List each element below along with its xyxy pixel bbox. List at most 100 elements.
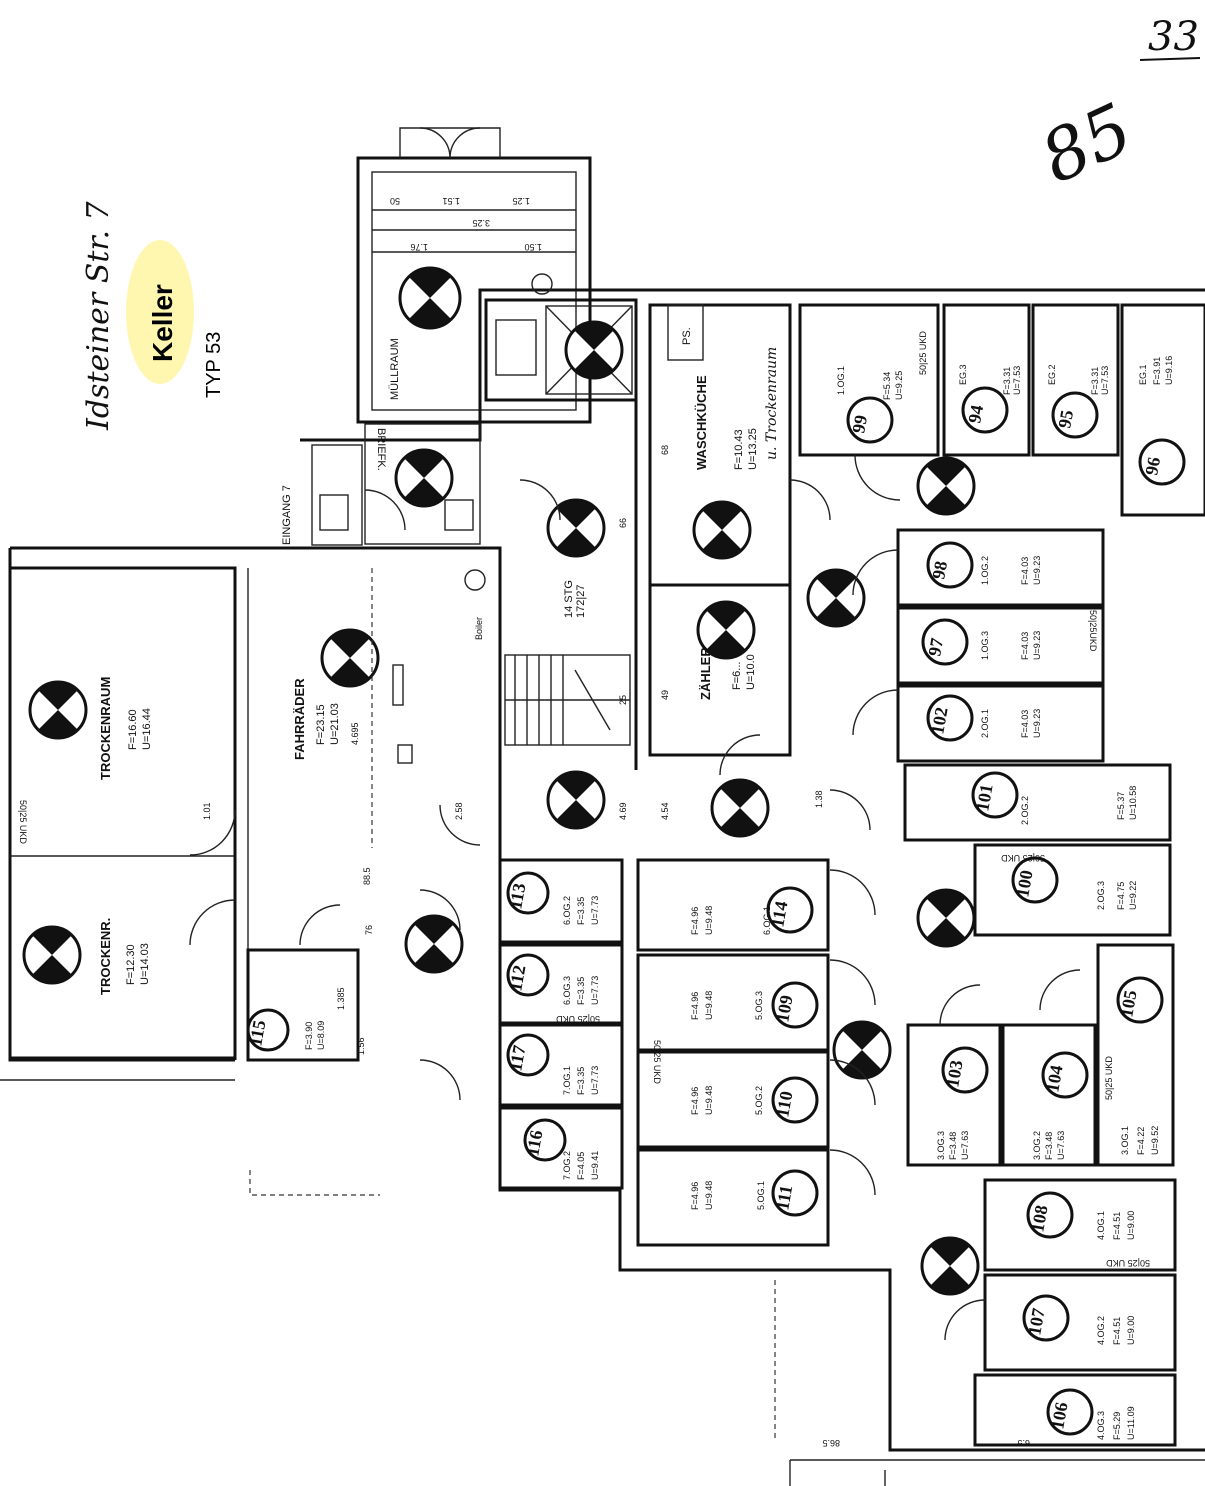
stair-steps: 14 STG	[563, 580, 575, 618]
svg-text:F=3.48: F=3.48	[1044, 1132, 1054, 1160]
svg-text:1.76: 1.76	[410, 242, 428, 252]
light-fixture-icon	[920, 1236, 980, 1296]
handwritten-mark: 85	[1029, 88, 1144, 200]
svg-text:F=6...: F=6...	[731, 662, 743, 690]
svg-text:4.OG.3: 4.OG.3	[1096, 1411, 1106, 1440]
svg-text:U=8.09: U=8.09	[316, 1021, 326, 1050]
svg-text:106: 106	[1047, 1401, 1071, 1431]
light-fixture-icon	[404, 914, 464, 974]
svg-text:113: 113	[505, 882, 529, 911]
svg-text:1.OG.3: 1.OG.3	[980, 631, 990, 660]
svg-text:111: 111	[772, 1184, 796, 1212]
zaehler-label: ZÄHLER	[698, 647, 713, 700]
svg-text:F=4.96: F=4.96	[690, 992, 700, 1020]
svg-text:U=9.23: U=9.23	[1032, 631, 1042, 660]
svg-text:F=4.51: F=4.51	[1112, 1212, 1122, 1240]
svg-text:66: 66	[618, 518, 628, 528]
svg-text:F=5.29: F=5.29	[1112, 1412, 1122, 1440]
svg-text:F=3.90: F=3.90	[304, 1022, 314, 1050]
svg-text:F=4.03: F=4.03	[1020, 557, 1030, 585]
svg-text:F=3.31: F=3.31	[1002, 367, 1012, 395]
svg-text:F=4.22: F=4.22	[1136, 1127, 1146, 1155]
svg-text:99: 99	[848, 413, 871, 434]
svg-text:117: 117	[505, 1044, 529, 1073]
room-muellraum: 1.25 1.51 50 3.25 1.76 1.50 MÜLLRAUM	[372, 196, 576, 400]
cellar-103: 103 3.OG.3 F=3.48 U=7.63	[936, 1046, 989, 1160]
light-fixture-icon	[28, 680, 88, 740]
dimension-labels: 66 4.69 4.54 2.58 1.38 1.01 88.5 76 1.38…	[202, 518, 1030, 1448]
svg-text:U=14.03: U=14.03	[139, 943, 151, 985]
light-fixture-icon	[320, 628, 380, 688]
svg-text:104: 104	[1042, 1064, 1066, 1094]
svg-text:F=4.03: F=4.03	[1020, 710, 1030, 738]
svg-text:1.01: 1.01	[202, 802, 212, 820]
svg-text:F=4.96: F=4.96	[690, 1087, 700, 1115]
svg-text:5.OG.3: 5.OG.3	[754, 991, 764, 1020]
wall-note: 50|25 UKD	[18, 800, 28, 844]
svg-text:F=16.60: F=16.60	[127, 709, 139, 750]
cellar-106: 106 4.OG.3 F=5.29 U=11.09	[1046, 1388, 1136, 1440]
wall-note: 50|25UKD	[1088, 610, 1098, 652]
header-notes: 33 85 Idsteiner Str. 7 Keller TYP 53	[81, 14, 1201, 431]
svg-text:7.OG.2: 7.OG.2	[562, 1151, 572, 1180]
svg-text:1.51: 1.51	[442, 196, 460, 206]
light-fixture-icon	[832, 1020, 892, 1080]
wall-note: 50|25 UKD	[1001, 853, 1045, 863]
svg-text:88.5: 88.5	[362, 867, 372, 885]
svg-text:1.38: 1.38	[814, 790, 824, 808]
svg-text:4.OG.2: 4.OG.2	[1096, 1316, 1106, 1345]
wall-note: 50|25 UKD	[918, 331, 928, 375]
svg-text:U=7.73: U=7.73	[590, 976, 600, 1005]
keller-highlight	[126, 240, 194, 384]
light-fixture-icon	[806, 568, 866, 628]
svg-text:U=9.48: U=9.48	[704, 991, 714, 1020]
stair-treads	[504, 654, 631, 746]
svg-text:U=9.16: U=9.16	[1164, 356, 1174, 385]
light-fixture-icon	[692, 500, 752, 560]
light-fixture-icon	[394, 448, 454, 508]
door-swings	[189, 454, 1081, 1341]
svg-text:6.OG.1: 6.OG.1	[762, 906, 772, 935]
trockenraum-label: TROCKENRAUM	[98, 677, 113, 780]
svg-text:3.OG.2: 3.OG.2	[1032, 1131, 1042, 1160]
light-fixture-icon	[710, 778, 770, 838]
svg-text:3.OG.3: 3.OG.3	[936, 1131, 946, 1160]
cellar-105: 105 3.OG.1 F=4.22 U=9.52 50|25 UKD	[1104, 976, 1164, 1155]
light-fixture-icon	[916, 456, 976, 516]
type-label: TYP 53	[203, 332, 225, 398]
svg-text:114: 114	[767, 900, 791, 929]
cellar-116: 116 7.OG.2 F=4.05 U=9.41	[522, 1118, 600, 1180]
svg-text:U=9.41: U=9.41	[590, 1151, 600, 1180]
wall-note: 50|25 UKD	[1106, 1258, 1150, 1268]
svg-text:1.385: 1.385	[336, 987, 346, 1010]
svg-text:109: 109	[772, 994, 796, 1024]
svg-text:102: 102	[927, 706, 951, 736]
svg-text:25: 25	[618, 695, 628, 705]
svg-text:6.OG.3: 6.OG.3	[562, 976, 572, 1005]
room-waschkueche: PS. WASCHKÜCHE F=10.43 U=13.25 u. Trocke…	[648, 303, 792, 587]
svg-text:F=4.51: F=4.51	[1112, 1317, 1122, 1345]
svg-text:EG.3: EG.3	[958, 364, 968, 385]
svg-text:F=3.35: F=3.35	[576, 977, 586, 1005]
svg-text:F=3.35: F=3.35	[576, 897, 586, 925]
cellar-98: 98 1.OG.2 F=4.03 U=9.23	[926, 541, 1042, 589]
muellraum-label: MÜLLRAUM	[389, 338, 401, 400]
svg-text:116: 116	[522, 1129, 546, 1158]
svg-text:3.25: 3.25	[472, 218, 490, 228]
svg-text:5.OG.1: 5.OG.1	[756, 1181, 766, 1210]
cellar-114: 114 6.OG.1 F=4.96 U=9.48	[690, 886, 814, 935]
svg-text:F=3.31: F=3.31	[1090, 367, 1100, 395]
svg-text:U=9.25: U=9.25	[894, 371, 904, 400]
handwritten-note: u. Trockenraum	[764, 347, 780, 460]
svg-text:F=4.03: F=4.03	[1020, 632, 1030, 660]
svg-text:1.OG.2: 1.OG.2	[980, 556, 990, 585]
cellar-104: 104 3.OG.2 F=3.48 U=7.63	[1032, 1051, 1089, 1160]
cellar-96: 96 EG.1 F=3.91 U=9.16	[1138, 356, 1186, 486]
wall-note: 50|25 UKD	[652, 1040, 662, 1084]
address: Idsteiner Str. 7	[81, 200, 116, 431]
svg-text:F=3.91: F=3.91	[1152, 357, 1162, 385]
staircase-core: 14 STG 172|27 Boiler	[464, 298, 638, 830]
svg-text:100: 100	[1012, 869, 1036, 899]
entrance-area: BRIEFK. EINGANG 7	[281, 423, 481, 546]
cellar-110: 110 5.OG.2 F=4.96 U=9.48	[690, 1076, 819, 1124]
